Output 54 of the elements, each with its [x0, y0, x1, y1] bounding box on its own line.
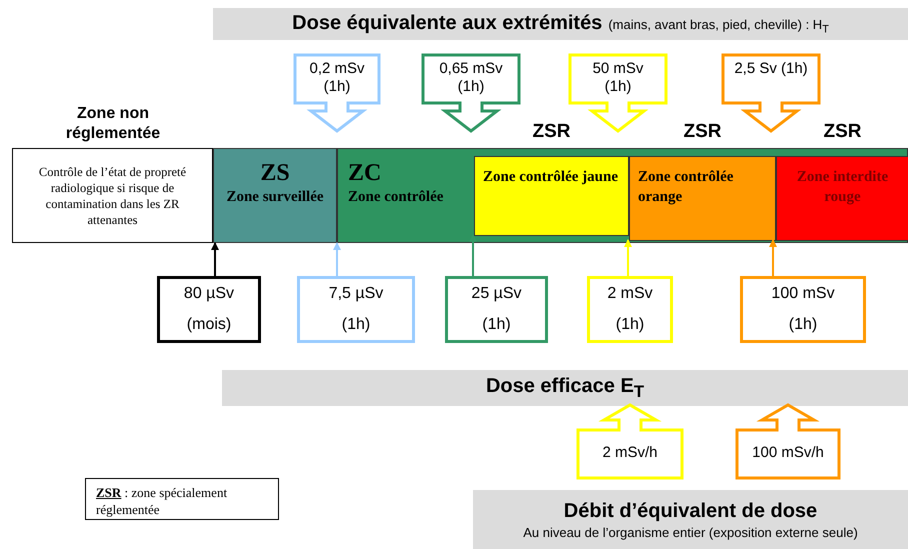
dose-value: 2,5 Sv (1h) — [734, 60, 808, 78]
arrow — [469, 234, 477, 276]
arrow — [211, 242, 219, 276]
arrow — [333, 242, 341, 276]
zone-code: ZS — [260, 159, 290, 187]
dose-period: (1h) — [788, 316, 818, 334]
band-subtitle: Au niveau de l’organisme entier (exposition externe seule) — [523, 524, 858, 540]
arrow — [769, 239, 777, 276]
zone-name: Zone interdite rouge — [796, 168, 890, 207]
zone-description: Contrôle de l’état de propreté radiologique si risque de contamination dans les ZR attenantes — [38, 164, 188, 228]
zone-heading: ZSR — [822, 121, 862, 143]
legend-note: ZSR : zone spécialement réglementée — [85, 478, 279, 520]
arrow — [624, 239, 632, 276]
dose-period: (1h) — [616, 316, 644, 334]
band-heading: Débit d’équivalent de dose — [564, 500, 818, 522]
zone-name: Zone contrôlée — [348, 188, 444, 207]
title-band — [213, 8, 908, 40]
arrow-callout — [737, 405, 839, 478]
zone-code: ZC — [348, 159, 382, 187]
dose-value: 2 mSv — [607, 285, 653, 304]
threshold-box — [157, 276, 261, 343]
arrow-callout — [423, 55, 519, 131]
band-subtitle: (mains, avant bras, pied, cheville) : H$_{T}$ — [608, 17, 829, 36]
zone-heading: ZSR — [682, 121, 722, 143]
dose-value: 2 mSv/h — [601, 444, 659, 462]
zone-heading: Zone non réglementée — [64, 104, 162, 144]
dose-value: 0,2 mSv (1h) — [308, 60, 366, 96]
zone-name: Zone surveillée — [226, 188, 324, 207]
arrow-callout — [570, 55, 666, 131]
dose-value: 100 mSv/h — [751, 444, 825, 462]
dose-value: 50 mSv (1h) — [592, 60, 644, 96]
band-heading: Dose efficace E$_{T}$ — [486, 374, 644, 402]
arrow-callout — [295, 55, 379, 131]
zone-box — [213, 148, 337, 243]
dose-value: 25 µSv — [471, 285, 522, 304]
zone-name: Zone contrôlée orange — [638, 168, 734, 207]
dose-period: (1h) — [482, 316, 511, 334]
zone-heading: ZSR — [532, 121, 572, 143]
dose-period: (mois) — [186, 316, 232, 334]
arrow-callout — [578, 405, 682, 478]
arrow-callout — [723, 55, 819, 131]
threshold-box — [297, 276, 415, 343]
dose-value: 80 µSv — [184, 285, 234, 304]
band-heading: Dose équivalente aux extrémités — [292, 12, 602, 35]
title-band — [473, 490, 908, 549]
threshold-box — [740, 276, 866, 343]
title-band — [222, 370, 908, 406]
dose-value: 0,65 mSv (1h) — [438, 60, 504, 96]
dose-period: (1h) — [342, 316, 370, 334]
threshold-box — [587, 276, 673, 343]
dose-value: 7,5 µSv — [328, 285, 384, 304]
dose-value: 100 mSv — [771, 285, 835, 304]
threshold-box — [445, 276, 548, 343]
zone-name: Zone contrôlée jaune — [483, 168, 619, 187]
